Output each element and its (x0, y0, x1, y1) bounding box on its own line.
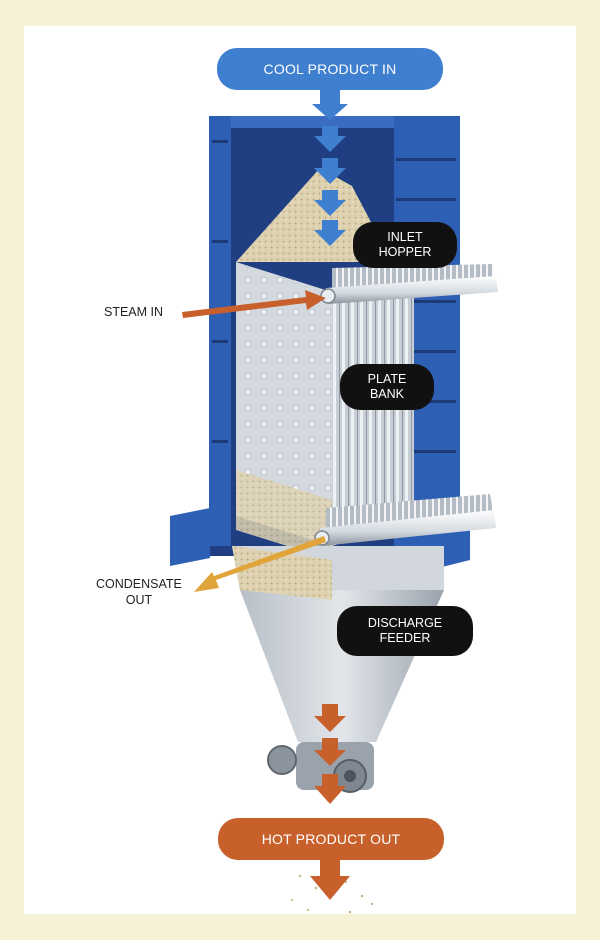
steam-in-arrow (182, 290, 326, 318)
discharge-feeder-label: DISCHARGE FEEDER (337, 606, 473, 656)
condensate-out-label: CONDENSATE OUT (96, 577, 182, 607)
hot-product-out-label: HOT PRODUCT OUT (218, 818, 444, 860)
steam-in-label: STEAM IN (104, 305, 164, 319)
cool-flow-arrows (312, 90, 348, 246)
top-manifold (320, 264, 498, 304)
condensate-out-arrow (194, 536, 326, 592)
falling-product-bottom (290, 874, 374, 914)
inlet-hopper-label: INLET HOPPER (353, 222, 457, 268)
plate-bank-label: PLATE BANK (340, 364, 434, 410)
rotary-feeder (267, 742, 374, 793)
cool-product-in-label: COOL PRODUCT IN (217, 48, 443, 90)
hot-flow-arrows (310, 704, 350, 900)
